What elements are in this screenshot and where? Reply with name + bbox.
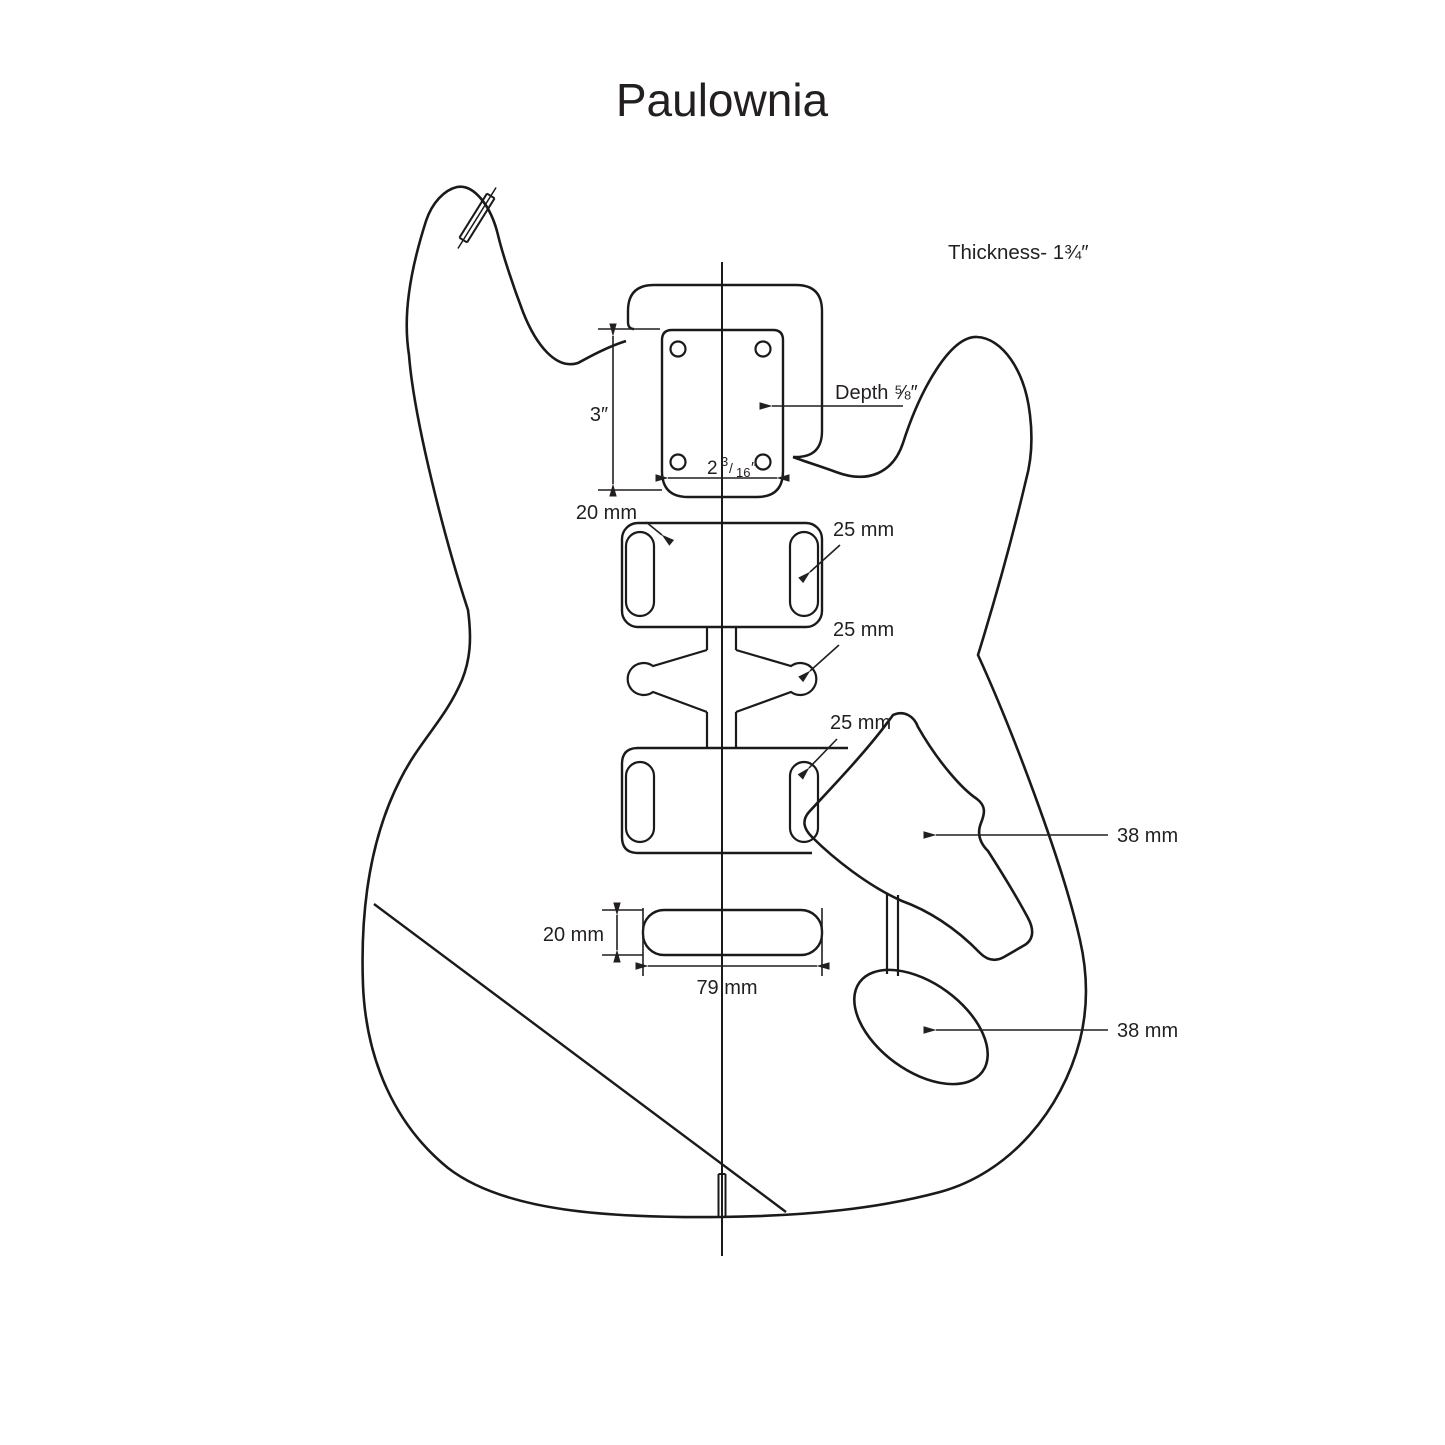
bridge-pickup-route <box>620 746 848 855</box>
neck-screw-hole <box>754 340 772 358</box>
pocket-length-extension-lines <box>598 328 662 491</box>
bottom-route <box>641 908 824 957</box>
bridge-route-right-lobe <box>788 760 820 844</box>
tremolo-spring-cavity <box>803 711 1034 962</box>
page-title: Paulownia <box>616 74 829 126</box>
neck-screw-hole <box>754 453 772 471</box>
neck-route-end-label: 25 mm <box>833 519 894 541</box>
middle-route-end-arrow <box>798 644 840 683</box>
trem-arm-channel <box>885 893 900 976</box>
output-jack-label: 38 mm <box>1117 1020 1178 1042</box>
output-jack-cavity <box>852 968 990 1086</box>
neck-pocket <box>660 328 785 499</box>
bottom-route-extension-lines <box>602 908 823 976</box>
strap-button-marker <box>457 187 497 249</box>
middle-pickup-route-left <box>626 648 708 714</box>
trem-cavity-label: 38 mm <box>1117 825 1178 847</box>
middle-pickup-route-right <box>735 648 818 714</box>
neck-route-end-arrow <box>798 544 841 584</box>
pocket-length-label: 3″ <box>590 404 608 426</box>
neck-route-left-lobe <box>624 530 656 618</box>
pocket-width-label: 2 3 / 16 ″ <box>707 450 757 482</box>
diagonal-reference-line <box>373 903 787 1213</box>
neck-route-width-label: 20 mm <box>576 502 637 524</box>
bridge-route-end-label: 25 mm <box>830 712 891 734</box>
guitar-body-outline <box>361 185 1088 1219</box>
route-channel-upper <box>705 627 738 650</box>
pocket-depth-label: Depth ⅝″ <box>835 382 918 404</box>
bridge-route-end-arrow <box>797 738 838 780</box>
route-channel-lower <box>705 712 738 748</box>
neck-paddle-outline <box>626 283 824 459</box>
neck-screw-hole <box>669 453 687 471</box>
neck-route-width-arrow <box>645 521 675 546</box>
neck-screw-hole <box>669 340 687 358</box>
bottom-route-length-label: 79 mm <box>696 977 757 999</box>
thickness-label: Thickness- 1¾″ <box>948 241 1089 264</box>
bottom-route-height-label: 20 mm <box>543 924 604 946</box>
neck-pickup-route <box>620 521 824 629</box>
neck-route-right-lobe <box>788 530 820 618</box>
middle-route-end-label: 25 mm <box>833 619 894 641</box>
bridge-route-left-lobe <box>624 760 656 844</box>
end-pin-marker <box>717 1173 727 1216</box>
